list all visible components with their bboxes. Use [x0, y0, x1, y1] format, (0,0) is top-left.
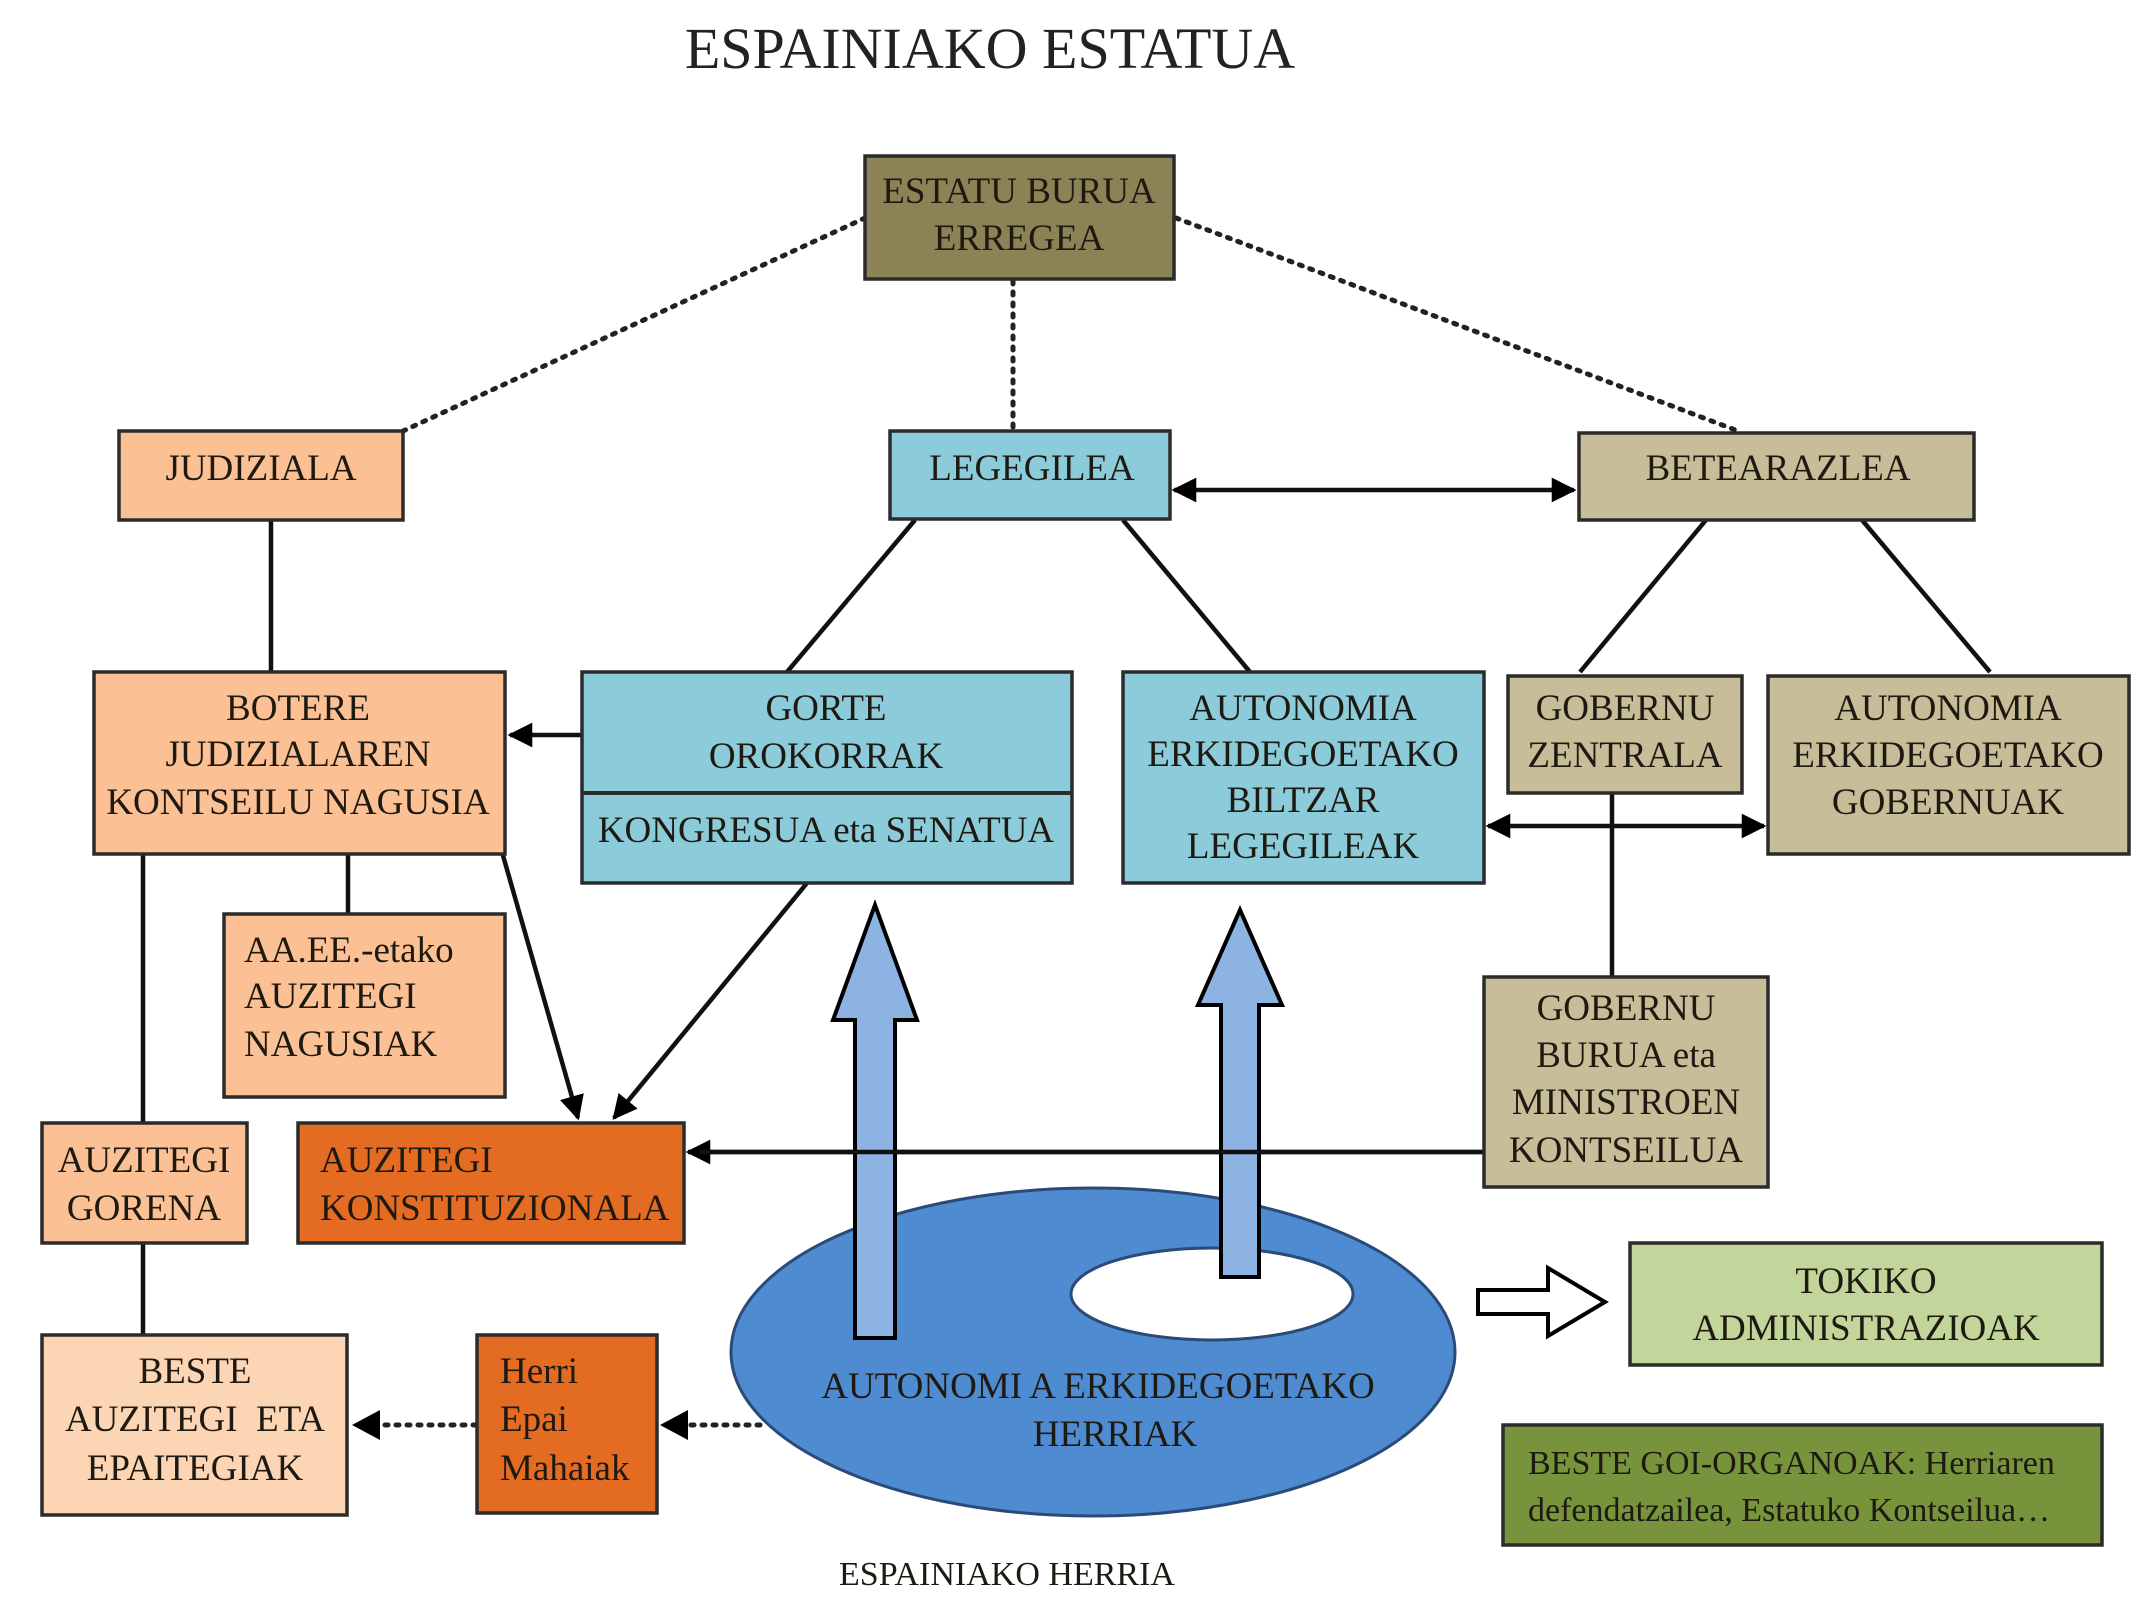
node-council-of-ministers[interactable]: GOBERNU BURUA eta MINISTROEN KONTSEILUA — [1482, 975, 1770, 1189]
supreme-court-line-1: AUZITEGI — [58, 1140, 231, 1181]
jury-line-2: Epai — [500, 1399, 568, 1440]
node-regional-parliaments[interactable]: AUTONOMIA ERKIDEGOETAKO BILTZAR LEGEGILE… — [1121, 670, 1486, 885]
regional-high-courts-line-3: NAGUSIAK — [244, 1024, 438, 1065]
cortes-line-1: GORTE — [765, 688, 886, 729]
node-other-courts[interactable]: BESTE AUZITEGI ETA EPAITEGIAK — [40, 1333, 349, 1517]
node-regional-governments[interactable]: AUTONOMIA ERKIDEGOETAKO GOBERNUAK — [1766, 674, 2131, 856]
node-central-government[interactable]: GOBERNU ZENTRALA — [1506, 674, 1744, 795]
dotted-line-head-to-judicial — [400, 215, 868, 434]
constitutional-court-line-2: KONSTITUZIONALA — [320, 1188, 670, 1229]
cortes-chambers: KONGRESUA eta SENATUA — [598, 810, 1055, 851]
node-regional-high-courts[interactable]: AA.EE.-etako AUZITEGI NAGUSIAK — [222, 912, 507, 1099]
regional-peoples-line-2: HERRIAK — [1033, 1414, 1198, 1455]
jury-line-3: Mahaiak — [500, 1448, 630, 1489]
node-constitutional-court[interactable]: AUZITEGI KONSTITUZIONALA — [296, 1121, 686, 1245]
regional-peoples-line-1: AUTONOMI A ERKIDEGOETAKO — [821, 1366, 1374, 1407]
dotted-line-head-to-executive — [1173, 215, 1741, 434]
regional-parliaments-line-2: ERKIDEGOETAKO — [1147, 734, 1458, 775]
council-of-ministers-line-3: MINISTROEN — [1512, 1082, 1740, 1123]
node-local-administrations[interactable]: TOKIKO ADMINISTRAZIOAK — [1628, 1241, 2104, 1367]
other-courts-line-3: EPAITEGIAK — [87, 1448, 304, 1489]
local-administrations-line-2: ADMINISTRAZIOAK — [1692, 1308, 2040, 1349]
node-jury[interactable]: Herri Epai Mahaiak — [475, 1333, 659, 1515]
constitutional-court-line-1: AUZITEGI — [320, 1140, 493, 1181]
arrow-cgpj-to-constitutional — [499, 851, 584, 1121]
jury-line-1: Herri — [500, 1351, 578, 1392]
arrowhead-to-other-courts — [352, 1410, 380, 1440]
node-supreme-court[interactable]: AUZITEGI GORENA — [40, 1121, 249, 1245]
supreme-court-line-2: GORENA — [67, 1188, 221, 1229]
regional-high-courts-line-2: AUZITEGI — [244, 976, 417, 1017]
diagram-title: ESPAINIAKO ESTATUA — [685, 16, 1295, 81]
regional-governments-line-2: ERKIDEGOETAKO — [1792, 735, 2103, 776]
node-other-high-bodies[interactable]: BESTE GOI-ORGANOAK: Herriaren defendatza… — [1501, 1423, 2104, 1547]
central-government-line-2: ZENTRALA — [1527, 735, 1723, 776]
legislative-label: LEGEGILEA — [929, 448, 1135, 489]
node-general-council-judiciary[interactable]: BOTERE JUDIZIALAREN KONTSEILU NAGUSIA — [92, 670, 507, 856]
line-executive-to-regional-govs — [1860, 518, 1992, 674]
node-head-of-state[interactable]: ESTATU BURUA ERREGEA — [863, 154, 1176, 281]
up-arrow-to-regional-parliaments — [1194, 905, 1286, 1279]
line-executive-to-central-gov — [1578, 518, 1708, 674]
line-legislative-to-cortes — [785, 518, 917, 674]
hollow-arrow-to-local-admin — [1476, 1264, 1609, 1340]
judicial-label: JUDIZIALA — [165, 448, 356, 489]
regional-parliaments-line-3: BILTZAR — [1227, 780, 1380, 821]
regional-peoples-ellipse — [729, 1186, 1457, 1518]
regional-parliaments-line-4: LEGEGILEAK — [1187, 826, 1419, 867]
executive-label: BETEARAZLEA — [1645, 448, 1910, 489]
line-legislative-to-regional-parliaments — [1121, 518, 1252, 674]
regional-governments-line-3: GOBERNUAK — [1832, 782, 2065, 823]
node-judicial[interactable]: JUDIZIALA — [117, 429, 405, 522]
regional-parliaments-line-1: AUTONOMIA — [1189, 688, 1417, 729]
people-ellipse — [729, 1186, 1457, 1518]
node-executive[interactable]: BETEARAZLEA — [1577, 431, 1976, 522]
local-administrations-line-1: TOKIKO — [1795, 1261, 1936, 1302]
cgpj-line-1: BOTERE — [226, 688, 370, 729]
other-courts-line-2: AUZITEGI ETA — [65, 1399, 325, 1440]
up-arrow-to-cortes — [830, 899, 920, 1340]
cgpj-line-3: KONTSEILU NAGUSIA — [106, 782, 490, 823]
node-cortes-generales[interactable]: GORTE OROKORRAK KONGRESUA eta SENATUA — [580, 670, 1074, 885]
arrowhead-to-jury — [660, 1410, 688, 1440]
cortes-line-2: OROKORRAK — [709, 736, 944, 777]
other-high-bodies-line-1: BESTE GOI-ORGANOAK: Herriaren — [1528, 1445, 2055, 1482]
regional-governments-line-1: AUTONOMIA — [1834, 688, 2062, 729]
head-of-state-line-1: ESTATU BURUA — [882, 171, 1156, 212]
central-government-line-1: GOBERNU — [1536, 688, 1715, 729]
other-courts-line-1: BESTE — [138, 1351, 251, 1392]
regional-peoples-label: AUTONOMI A ERKIDEGOETAKO HERRIAK — [821, 1366, 1374, 1455]
council-of-ministers-line-2: BURUA eta — [1536, 1035, 1716, 1076]
arrow-cortes-to-constitutional — [612, 881, 809, 1120]
cgpj-line-2: JUDIZIALAREN — [165, 734, 430, 775]
council-of-ministers-line-1: GOBERNU — [1537, 988, 1716, 1029]
inner-white-ellipse — [1069, 1246, 1355, 1342]
council-of-ministers-line-4: KONTSEILUA — [1509, 1130, 1744, 1171]
head-of-state-line-2: ERREGEA — [934, 218, 1105, 259]
other-high-bodies-line-2: defendatzailea, Estatuko Kontseilua… — [1528, 1492, 2050, 1529]
regional-high-courts-line-1: AA.EE.-etako — [244, 930, 454, 971]
node-legislative[interactable]: LEGEGILEA — [888, 429, 1172, 521]
spanish-people-label: ESPAINIAKO HERRIA — [839, 1556, 1175, 1593]
